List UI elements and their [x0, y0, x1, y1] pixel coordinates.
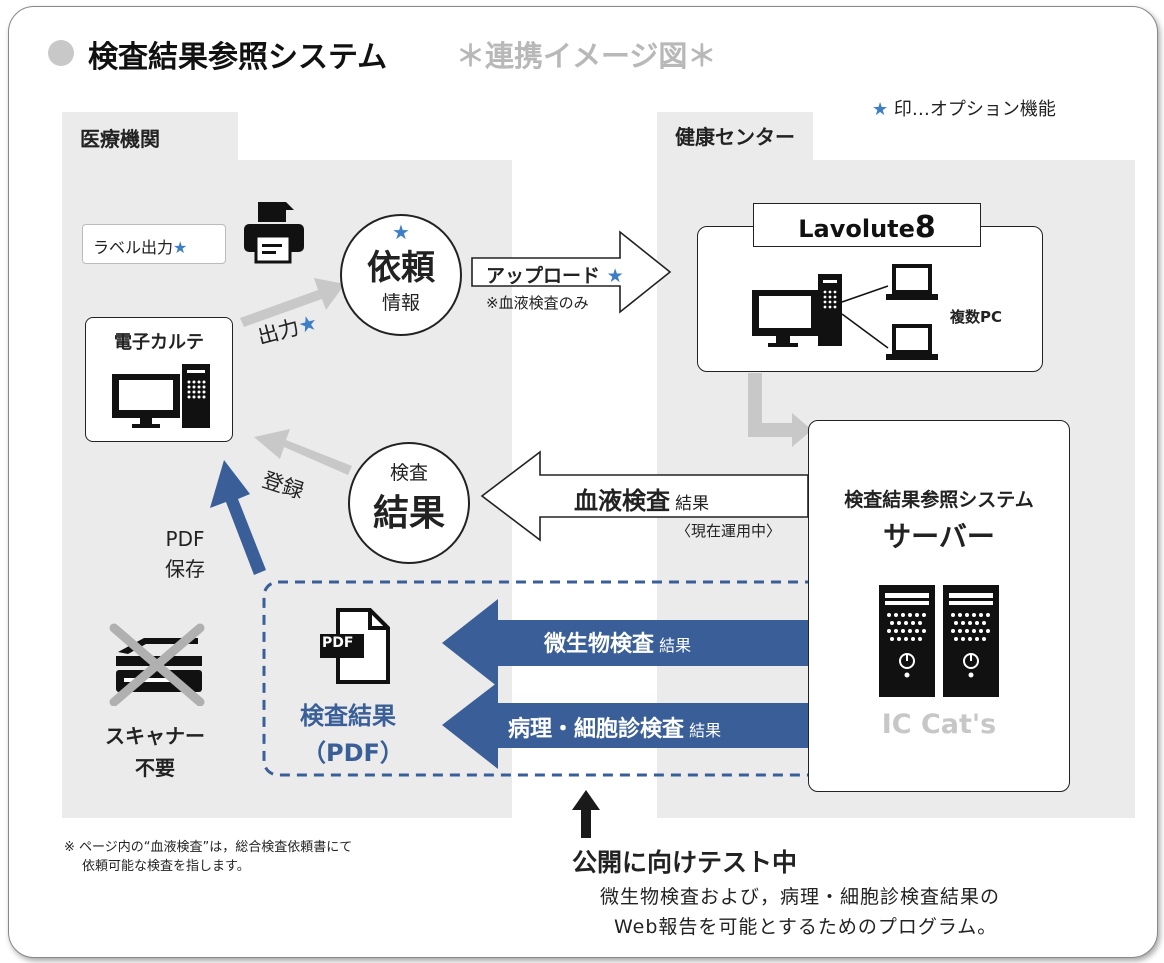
request-star-icon: ★ — [392, 220, 410, 244]
request-info-circle: ★ 依頼 情報 — [340, 214, 462, 336]
zone-tab-medical: 医療機関 — [62, 112, 238, 164]
option-legend: ★ 印…オプション機能 — [872, 95, 1056, 121]
result-circle: 検査 結果 — [348, 442, 470, 564]
result-top-label: 検査 — [389, 462, 428, 484]
testing-up-arrow — [572, 790, 600, 838]
multi-pc-label: 複数PC — [950, 308, 1003, 326]
pdf-save-arrow — [210, 460, 266, 575]
server-box: 検査結果参照システム サーバー — [808, 420, 1070, 792]
pdf-dashed-region — [262, 580, 850, 777]
register-arrow — [254, 429, 352, 475]
label-output-box: ラベル出力★ — [82, 224, 226, 264]
pdf-icon-text: PDF — [322, 635, 354, 651]
request-sub-label: 情報 — [381, 292, 420, 314]
lavolute-logo-box: Lavolute8 — [753, 203, 981, 247]
printer-icon — [244, 202, 304, 264]
server-tower-icon — [879, 585, 999, 697]
pathology-label: 病理・細胞診検査 結果 — [508, 717, 722, 742]
pdf-result-line1: 検査結果 — [300, 702, 396, 730]
upload-star-icon: ★ — [606, 265, 624, 287]
legend-text: 印…オプション機能 — [893, 99, 1056, 120]
emr-box: 電子カルテ — [85, 317, 233, 442]
desktop-pc-icon — [112, 364, 210, 428]
scanner-icon — [109, 623, 205, 706]
server-product-name: IC Cat's — [881, 709, 997, 740]
server-title-line2: サーバー — [883, 520, 995, 553]
zone-tab-health-center: 健康センター — [657, 112, 813, 164]
upload-arrow — [471, 230, 672, 314]
result-main-label: 結果 — [372, 493, 445, 534]
lavolute-to-server-arrow — [748, 373, 812, 447]
blood-result-arrow — [480, 450, 809, 542]
label-output-text: ラベル出力 — [93, 238, 174, 257]
server-title-line1: 検査結果参照システム — [844, 489, 1034, 511]
pdf-file-icon — [320, 608, 390, 684]
microbiology-label: 微生物検査 結果 — [544, 632, 692, 657]
microbiology-arrow — [442, 599, 810, 687]
upload-label: アップロード ★ — [486, 265, 624, 287]
pdf-result-line2: （PDF） — [302, 739, 404, 767]
testing-desc-line2: Web報告を可能とするためのプログラム。 — [614, 916, 998, 938]
testing-desc-line1: 微生物検査および，病理・細胞診検査結果の — [600, 886, 1001, 908]
title-bullet-icon — [48, 40, 74, 66]
scanner-not-needed-label: スキャナー 不要 — [105, 724, 205, 780]
pdf-save-label: PDF 保存 — [165, 527, 205, 581]
blood-result-note: 〈現在運用中〉 — [676, 522, 782, 540]
page-subtitle: ＊連携イメージ図＊ — [456, 39, 717, 73]
upload-note: ※血液検査のみ — [486, 294, 589, 312]
emr-title: 電子カルテ — [114, 332, 204, 353]
label-output-star-icon: ★ — [173, 238, 188, 257]
output-arrow — [240, 278, 345, 327]
pathology-arrow — [442, 682, 810, 769]
lavolute-network-icon — [752, 264, 938, 360]
footnote-line2: 依頼可能な検査を指します。 — [82, 859, 250, 874]
footnote-line1: ※ ページ内の“血液検査”は，総合検査依頼書にて — [64, 840, 353, 855]
footnote: ※ ページ内の“血液検査”は，総合検査依頼書にて 依頼可能な検査を指します。 — [64, 838, 352, 876]
blood-result-label: 血液検査 結果 — [574, 487, 710, 515]
request-main-label: 依頼 — [367, 248, 435, 288]
legend-star-icon: ★ — [872, 99, 889, 120]
lavolute-logo: Lavolute8 — [798, 210, 936, 245]
page-title: 検査結果参照システム — [88, 40, 388, 75]
testing-heading: 公開に向けテスト中 — [572, 848, 798, 877]
